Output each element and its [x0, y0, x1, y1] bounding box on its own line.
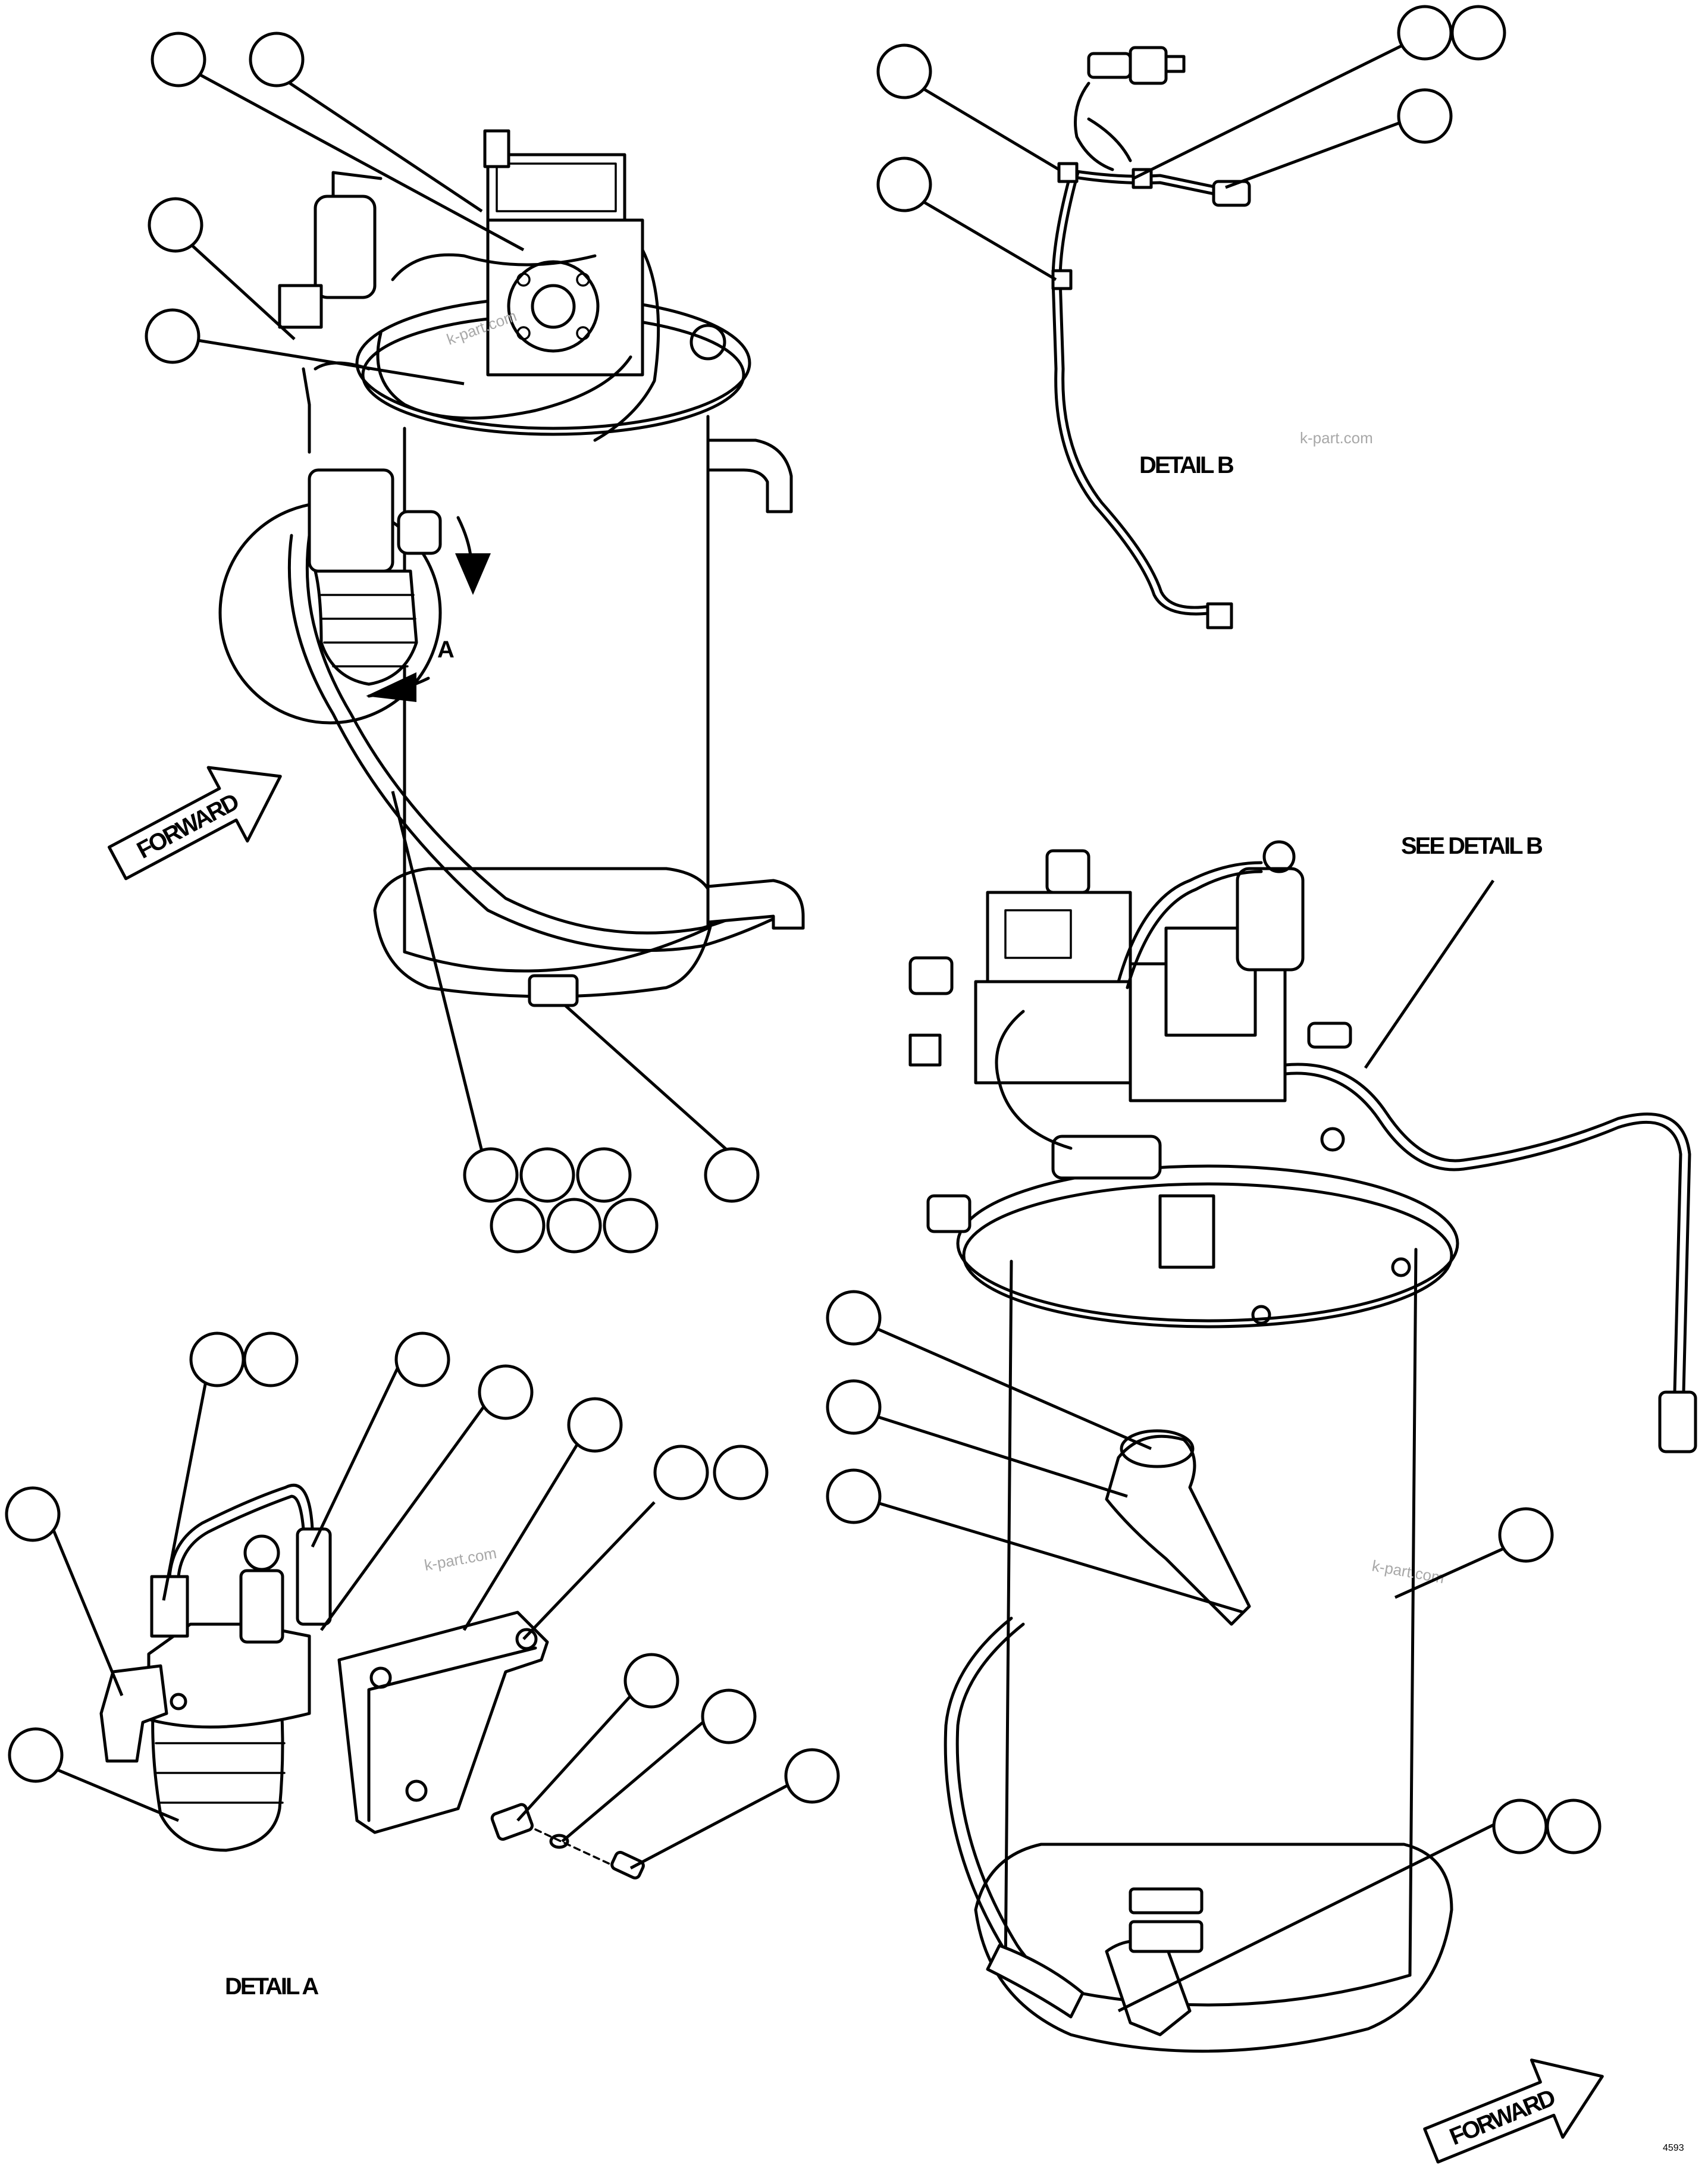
callout-bubble	[1450, 5, 1506, 61]
figure-code: 4593	[1663, 2143, 1684, 2153]
watermark: k-part.com	[1300, 429, 1373, 447]
watermark: k-part.com	[423, 1544, 498, 1574]
detail-a-filter	[99, 1483, 332, 1852]
callout-bubble	[5, 1486, 61, 1542]
detail-b-title: DETAIL B	[1139, 452, 1234, 478]
see-detail-b-label: SEE DETAIL B	[1401, 833, 1543, 859]
detail-a-title: DETAIL A	[225, 1973, 318, 2000]
detail-a-bracket	[337, 1611, 645, 1880]
callout-bubble	[876, 43, 932, 99]
callouts-detail-a	[5, 1331, 840, 1870]
callout-bubble	[713, 1445, 769, 1500]
callout-bubble	[1498, 1507, 1554, 1563]
callout-bubble	[394, 1331, 450, 1387]
callout-bubble	[519, 1147, 575, 1203]
callouts-top-left	[145, 32, 760, 1254]
callout-bubble	[653, 1445, 709, 1500]
callouts-detail-b	[876, 5, 1506, 281]
callout-bubble	[463, 1147, 519, 1203]
callout-bubble	[243, 1331, 299, 1387]
callout-bubble	[623, 1653, 679, 1709]
callout-bubble	[603, 1198, 659, 1254]
callout-bubble	[704, 1147, 760, 1203]
callout-bubble	[145, 308, 200, 364]
callout-bubble	[701, 1688, 757, 1744]
callout-bubble	[567, 1397, 623, 1453]
callout-bubble	[1546, 1799, 1602, 1854]
callout-bubble	[826, 1290, 882, 1346]
forward-arrow-left	[107, 766, 282, 881]
callout-bubble	[148, 197, 203, 253]
top-left-tank-assembly	[218, 129, 805, 1007]
callout-bubble	[189, 1331, 245, 1387]
callout-bubble	[1397, 88, 1453, 144]
callout-bubble	[784, 1748, 840, 1804]
callout-bubble	[876, 156, 932, 212]
callout-bubble	[490, 1198, 546, 1254]
callout-a-label: A	[437, 637, 454, 663]
callout-bubble	[8, 1727, 64, 1783]
forward-arrow-right	[1423, 2059, 1604, 2164]
callout-bubble	[576, 1147, 632, 1203]
callout-bubble	[826, 1379, 882, 1435]
callout-bubble	[151, 32, 206, 87]
callouts-bottom-right	[826, 879, 1602, 2013]
callout-bubble	[546, 1198, 602, 1254]
callout-bubble	[249, 32, 305, 87]
callout-bubble	[478, 1364, 534, 1420]
callout-bubble	[826, 1468, 882, 1524]
watermark: k-part.com	[1371, 1556, 1446, 1587]
bottom-right-tank-assembly	[908, 840, 1697, 2053]
callout-bubble	[1397, 5, 1453, 61]
callout-bubble	[1492, 1799, 1548, 1854]
